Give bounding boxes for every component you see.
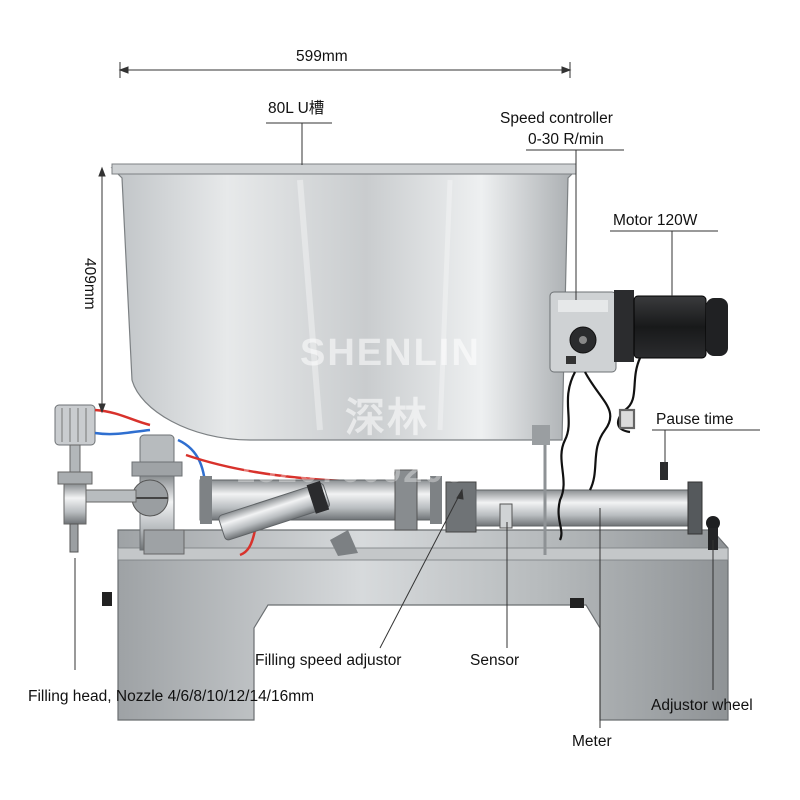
base-frame xyxy=(102,529,729,721)
filling-speed-adjustor-label: Filling speed adjustor xyxy=(255,652,402,669)
watermark-phone: 15207609298 xyxy=(236,452,467,490)
watermark-brand: SHENLIN xyxy=(300,332,481,374)
width-dimension-label: 599mm xyxy=(296,48,348,65)
meter-rail xyxy=(445,445,720,555)
motor-label: Motor 120W xyxy=(613,212,698,229)
filling-head-label: Filling head, Nozzle 4/6/8/10/12/14/16mm xyxy=(28,688,315,705)
speed-controller-box xyxy=(549,291,617,373)
tank-label: 80L U槽 xyxy=(268,100,325,117)
pneumatic-cylinder xyxy=(143,469,442,556)
sensor-label: Sensor xyxy=(470,652,520,669)
height-dimension-label: 409mm xyxy=(81,258,98,310)
filling-head xyxy=(54,404,137,553)
power-cables xyxy=(557,357,642,541)
adjustor-wheel-label: Adjustor wheel xyxy=(651,697,753,714)
motor xyxy=(614,290,728,362)
meter-label: Meter xyxy=(572,733,612,750)
speed-controller-label: Speed controller xyxy=(500,110,613,127)
speed-controller-range-label: 0-30 R/min xyxy=(528,131,604,148)
pause-time-label: Pause time xyxy=(656,411,734,428)
filling-speed-adjustor-leader xyxy=(379,489,463,649)
watermark-brand-cn: 深林 xyxy=(345,396,429,440)
